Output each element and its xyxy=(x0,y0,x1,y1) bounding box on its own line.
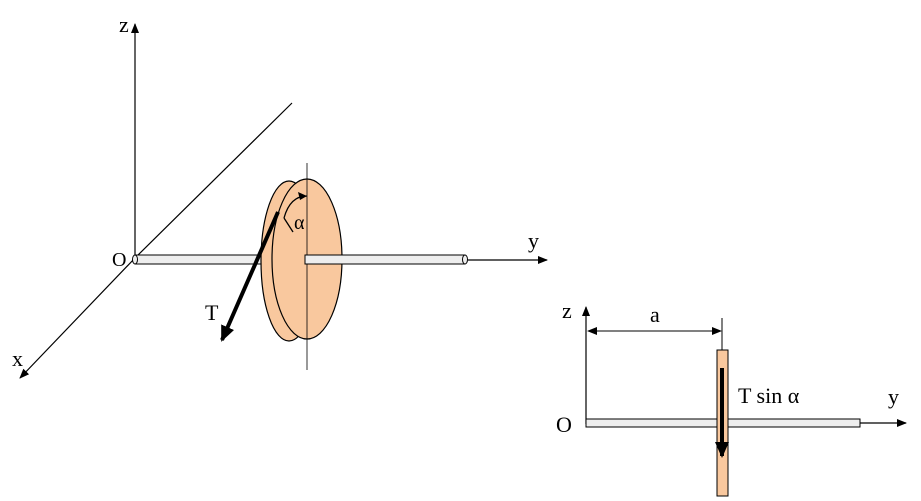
shaft-left-cap xyxy=(132,254,138,265)
x-axis-label-3d: x xyxy=(12,346,23,371)
distance-label-a: a xyxy=(650,302,660,327)
alpha-arc-arrow-icon xyxy=(298,192,307,200)
alpha-tick xyxy=(283,217,294,233)
shaft-right xyxy=(304,254,466,265)
y-axis-label-side: y xyxy=(888,384,899,409)
figure-3d: z O x y T α xyxy=(12,12,548,379)
origin-label-side: O xyxy=(556,412,572,437)
dimension-a-arrow-right-icon xyxy=(712,327,722,335)
force-arrow-t xyxy=(220,211,280,342)
z-axis-label-side: z xyxy=(562,298,572,323)
z-axis-label-3d: z xyxy=(119,12,129,37)
diagonal-axis-back xyxy=(134,102,293,259)
angle-label-alpha: α xyxy=(294,212,305,234)
figure-side-view: z a O T sin α y xyxy=(556,298,907,497)
origin-label-3d: O xyxy=(112,249,126,271)
x-axis-3d xyxy=(19,257,136,379)
shaft-right-cap xyxy=(462,254,468,265)
force-label-t: T xyxy=(205,300,219,325)
y-axis-label-3d: y xyxy=(528,228,539,253)
force-component-label: T sin α xyxy=(738,383,800,408)
dimension-a-arrow-left-icon xyxy=(587,327,597,335)
